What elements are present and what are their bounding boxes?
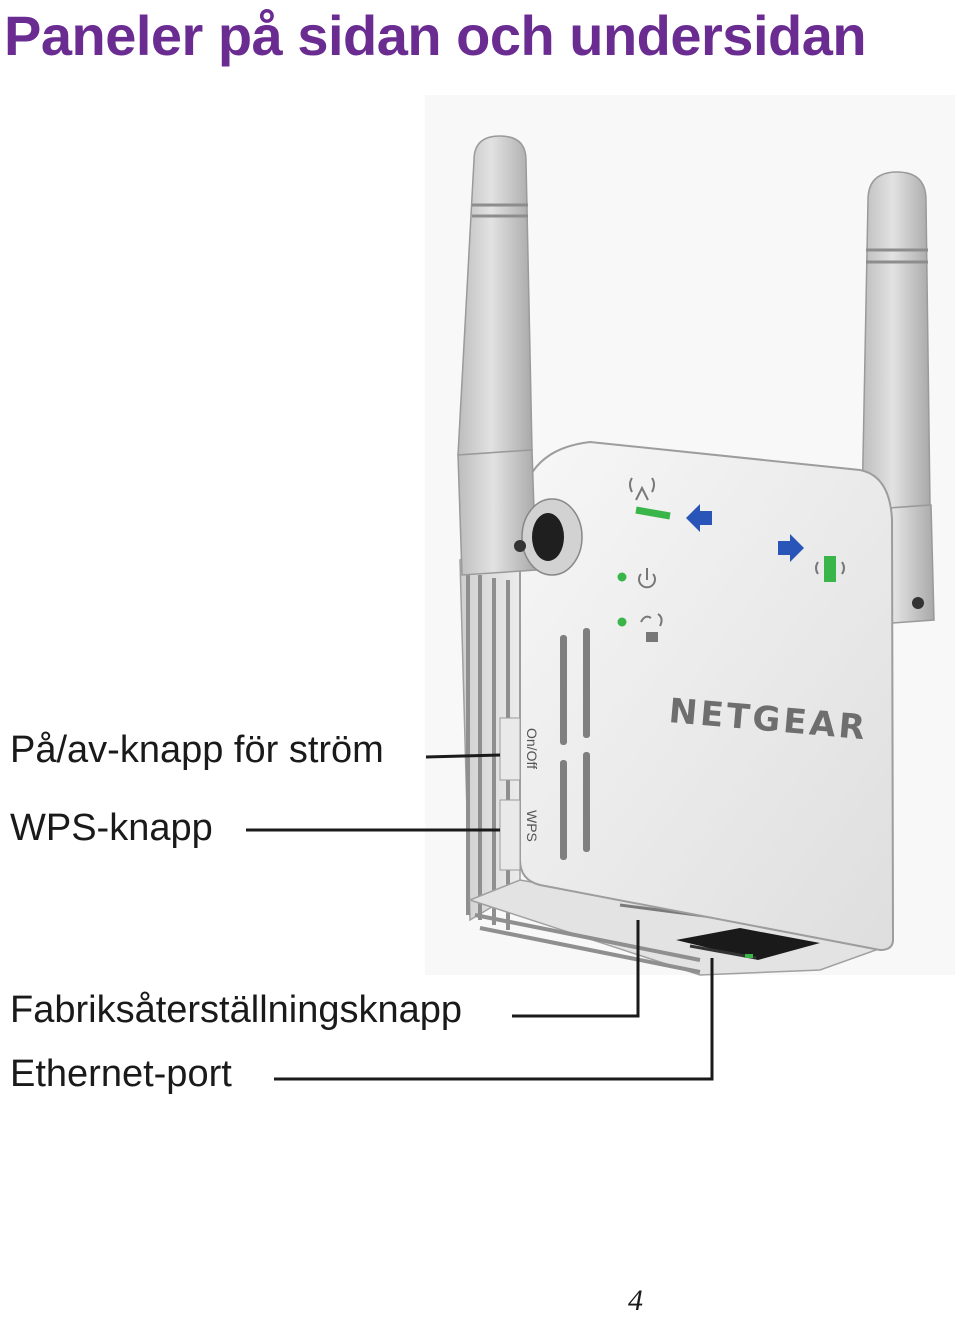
power-icon: [638, 568, 656, 589]
power-side-label: On/Off: [524, 728, 540, 769]
left-antenna: [457, 135, 583, 576]
reset-leader-line: [512, 920, 640, 1018]
power-led: [617, 572, 627, 582]
callout-leader-lines: [246, 753, 714, 1081]
router-link-icon: [629, 477, 671, 520]
power-leader-line: [425, 753, 501, 759]
page-title: Paneler på sidan och undersidan: [4, 4, 867, 67]
client-link-icon: [815, 556, 845, 582]
status-leds: [617, 477, 845, 642]
arrow-right-icon: [778, 534, 804, 562]
wps-side-label: WPS: [524, 810, 540, 842]
arrow-left-icon: [686, 504, 712, 532]
wps-led: [617, 617, 627, 627]
ethernet-leader-line: [274, 958, 714, 1081]
callout-wps-label: WPS-knapp: [10, 807, 213, 849]
callout-ethernet-label: Ethernet-port: [10, 1053, 232, 1095]
callout-power-label: På/av-knapp för ström: [10, 729, 384, 771]
page-number: 4: [628, 1284, 643, 1317]
housing-front: [519, 440, 895, 952]
power-button-shape: [499, 717, 521, 781]
front-vents: [560, 628, 590, 860]
wps-button-shape: [499, 799, 521, 871]
side-buttons: [499, 717, 521, 871]
callout-reset-label: Fabriksåterställningsknapp: [10, 989, 463, 1031]
ethernet-port-shape: [676, 928, 820, 960]
wps-icon: [640, 613, 663, 642]
